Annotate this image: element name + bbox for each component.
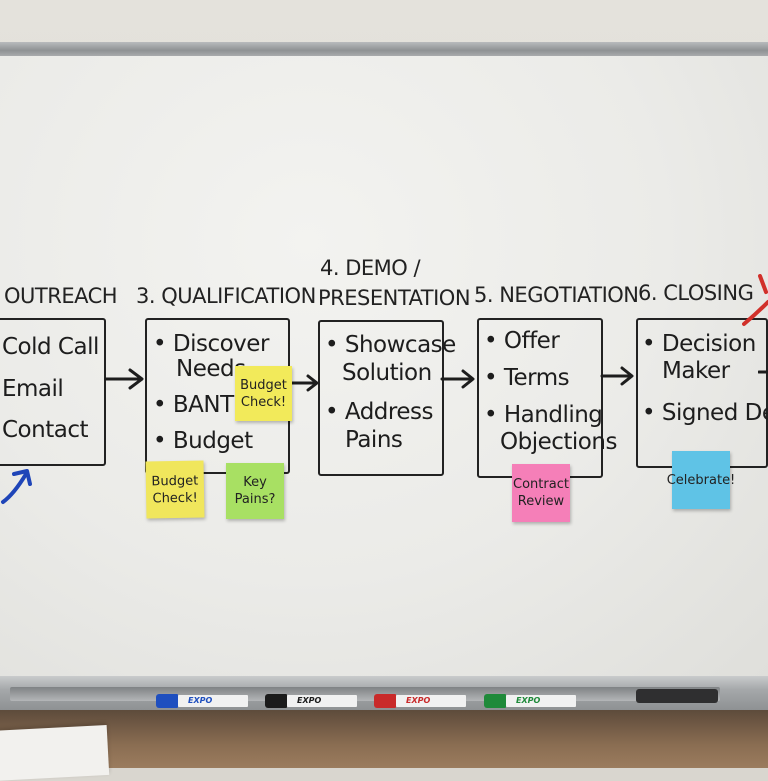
stage-title-outreach: OUTREACH bbox=[4, 284, 117, 308]
negotiation-item: • Offer bbox=[484, 328, 559, 355]
qualification-item: • Budget bbox=[153, 428, 253, 455]
stage-title-presentation: PRESENTATION bbox=[318, 286, 470, 310]
closing-item: • Decision bbox=[642, 331, 756, 358]
marker-brand: EXPO bbox=[188, 696, 212, 706]
blue-curved-arrow-icon bbox=[0, 462, 36, 506]
demo-item: Solution bbox=[342, 360, 432, 387]
marker-cap bbox=[374, 694, 396, 708]
red-marker[interactable]: EXPO bbox=[374, 694, 466, 708]
stage-title-qualification: 3. QUALIFICATION bbox=[136, 284, 316, 308]
paper-sheet bbox=[0, 725, 109, 781]
closing-item: • Signed Deal bbox=[642, 400, 768, 427]
demo-item: • Showcase bbox=[325, 332, 456, 359]
outreach-item: Cold Call bbox=[2, 334, 99, 361]
marker-cap bbox=[484, 694, 506, 708]
marker-cap bbox=[156, 694, 178, 708]
sticky-note-budget-check-bottom[interactable]: Budget Check! bbox=[146, 460, 205, 518]
eraser[interactable] bbox=[636, 689, 718, 703]
arrow-right-icon bbox=[290, 371, 320, 395]
marker-brand: EXPO bbox=[297, 696, 321, 706]
qualification-item: • Discover bbox=[153, 331, 269, 358]
stage-title-demo: 4. DEMO / bbox=[320, 256, 420, 280]
qualification-item: • BANT bbox=[153, 392, 234, 419]
sticky-note-contract-review[interactable]: Contract Review bbox=[512, 464, 570, 522]
demo-item: Pains bbox=[345, 427, 402, 454]
closing-item: Maker bbox=[662, 358, 730, 385]
sticky-note-text: Contract bbox=[513, 476, 569, 493]
demo-item: • Address bbox=[325, 399, 433, 426]
marker-cap bbox=[265, 694, 287, 708]
whiteboard-frame-top bbox=[0, 42, 768, 56]
sticky-note-text: Review bbox=[518, 493, 564, 510]
arrow-right-icon bbox=[440, 366, 476, 392]
sticky-note-text: Key bbox=[243, 474, 267, 491]
stage-title-negotiation: 5. NEGOTIATION bbox=[474, 283, 639, 307]
outreach-item: Email bbox=[2, 376, 63, 403]
blue-marker[interactable]: EXPO bbox=[156, 694, 248, 708]
green-marker[interactable]: EXPO bbox=[484, 694, 576, 708]
sticky-note-text: Pains? bbox=[235, 491, 276, 508]
marker-brand: EXPO bbox=[406, 696, 430, 706]
negotiation-item: • Handling bbox=[484, 402, 602, 429]
negotiation-item: Objections bbox=[500, 429, 617, 456]
sticky-note-text: Budget bbox=[151, 472, 198, 490]
black-marker[interactable]: EXPO bbox=[265, 694, 357, 708]
sticky-note-budget-check[interactable]: Budget Check! bbox=[235, 366, 292, 421]
marker-tray-lip bbox=[10, 687, 720, 701]
red-check-icon bbox=[742, 274, 768, 332]
sticky-note-text: Check! bbox=[152, 489, 197, 507]
stage-title-closing: 6. CLOSING bbox=[638, 281, 753, 305]
arrow-right-icon bbox=[104, 365, 146, 393]
arrow-right-icon bbox=[600, 363, 636, 389]
sticky-note-text: Check! bbox=[241, 394, 286, 411]
marker-brand: EXPO bbox=[516, 696, 540, 706]
sticky-note-text: Celebrate! bbox=[667, 472, 736, 489]
negotiation-item: • Terms bbox=[484, 365, 569, 392]
sticky-note-celebrate[interactable]: Celebrate! bbox=[672, 451, 730, 509]
desk-surface bbox=[0, 710, 768, 768]
sticky-note-text: Budget bbox=[240, 377, 287, 394]
arrow-stub-icon bbox=[758, 366, 768, 378]
outreach-item: Contact bbox=[2, 417, 88, 444]
sticky-note-key-pains[interactable]: Key Pains? bbox=[226, 463, 284, 519]
